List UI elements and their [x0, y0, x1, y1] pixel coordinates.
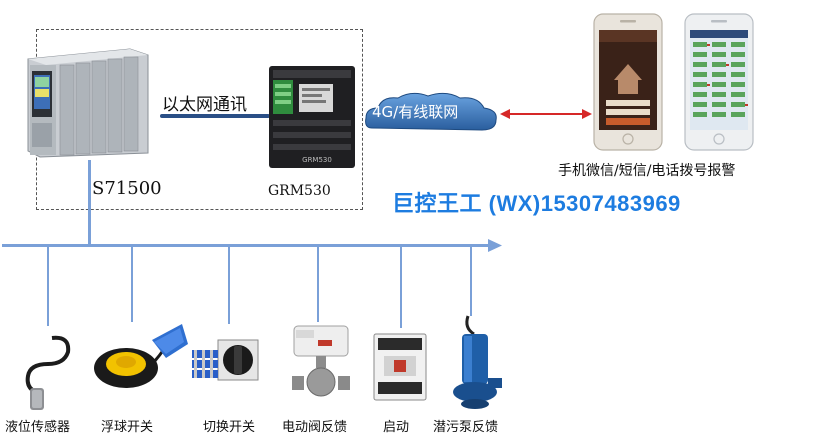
device-drop-line	[317, 246, 319, 322]
ethernet-line	[160, 114, 270, 118]
plc-label: S71500	[92, 178, 162, 199]
network-label: 4G/有线联网	[372, 103, 459, 121]
device-drop-line	[228, 246, 230, 324]
phone-login-image	[593, 13, 663, 151]
device-drop-line	[47, 246, 49, 326]
gateway-image: GRM530	[269, 66, 355, 168]
double-arrow-icon	[500, 109, 592, 119]
submersible-pump-image	[453, 315, 502, 409]
contact-text: 巨控王工 (WX)15307483969	[392, 191, 681, 216]
device-label-pump-feedback: 潜污泵反馈	[433, 420, 499, 435]
bus-arrow-icon	[488, 239, 502, 252]
gateway-model-text: GRM530	[302, 156, 332, 164]
ethernet-label: 以太网通讯	[162, 95, 247, 115]
level-sensor-image	[25, 335, 71, 410]
phone-dashboard-image	[684, 13, 754, 151]
network-cloud-icon	[365, 92, 497, 131]
device-drop-line	[400, 246, 402, 328]
device-drop-line	[470, 246, 472, 316]
field-bus-line	[2, 244, 494, 247]
device-label-float-switch: 浮球开关	[101, 420, 154, 435]
electric-valve-image	[292, 325, 350, 397]
device-label-selector-switch: 切换开关	[203, 420, 256, 435]
device-label-valve-feedback: 电动阀反馈	[282, 420, 348, 435]
device-label-start: 启动	[383, 420, 410, 435]
gateway-label: GRM530	[268, 183, 331, 199]
contactor-image	[373, 333, 427, 401]
device-label-level-sensor: 液位传感器	[5, 420, 71, 435]
bus-drop-line	[88, 160, 91, 246]
float-switch-image	[94, 324, 188, 388]
device-drop-line	[131, 246, 133, 322]
alarm-label: 手机微信/短信/电话拨号报警	[558, 163, 736, 179]
selector-switch-image	[192, 339, 259, 381]
plc-image	[27, 48, 149, 158]
